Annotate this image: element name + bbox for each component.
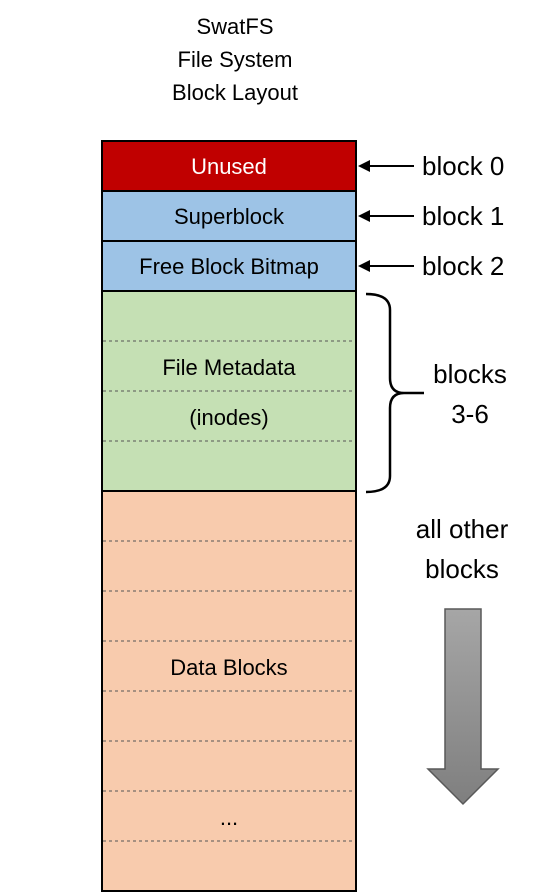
data-ellipsis-label: ... xyxy=(220,805,238,830)
diagram-title: SwatFS File System Block Layout xyxy=(135,10,335,109)
data-blocks-label: Data Blocks xyxy=(170,655,287,680)
metadata-block-separators xyxy=(103,340,355,442)
block0-pointer xyxy=(358,160,414,172)
other-blocks-label-line1: all other xyxy=(416,514,509,544)
block1-pointer xyxy=(358,210,414,222)
metadata-brace xyxy=(365,292,424,494)
metadata-label-line1: File Metadata xyxy=(162,355,296,380)
down-arrow-icon xyxy=(426,608,500,806)
unused-label: Unused xyxy=(191,154,267,179)
block2-pointer xyxy=(358,260,414,272)
title-line-2: File System xyxy=(177,47,293,72)
block2-label: block 2 xyxy=(422,251,504,281)
title-line-1: SwatFS xyxy=(196,14,274,39)
block0-label: block 0 xyxy=(422,151,504,181)
blocks36-label-line1: blocks xyxy=(433,359,507,389)
metadata-label-line2: (inodes) xyxy=(189,405,268,430)
title-line-3: Block Layout xyxy=(172,80,298,105)
blocks36-label-line2: 3-6 xyxy=(451,399,489,429)
data-block-separators xyxy=(103,540,355,842)
unused-block xyxy=(101,140,357,192)
superblock-label: Superblock xyxy=(174,204,285,229)
block1-label: block 1 xyxy=(422,201,504,231)
bitmap-label: Free Block Bitmap xyxy=(139,254,319,279)
other-blocks-label-line2: blocks xyxy=(425,554,499,584)
